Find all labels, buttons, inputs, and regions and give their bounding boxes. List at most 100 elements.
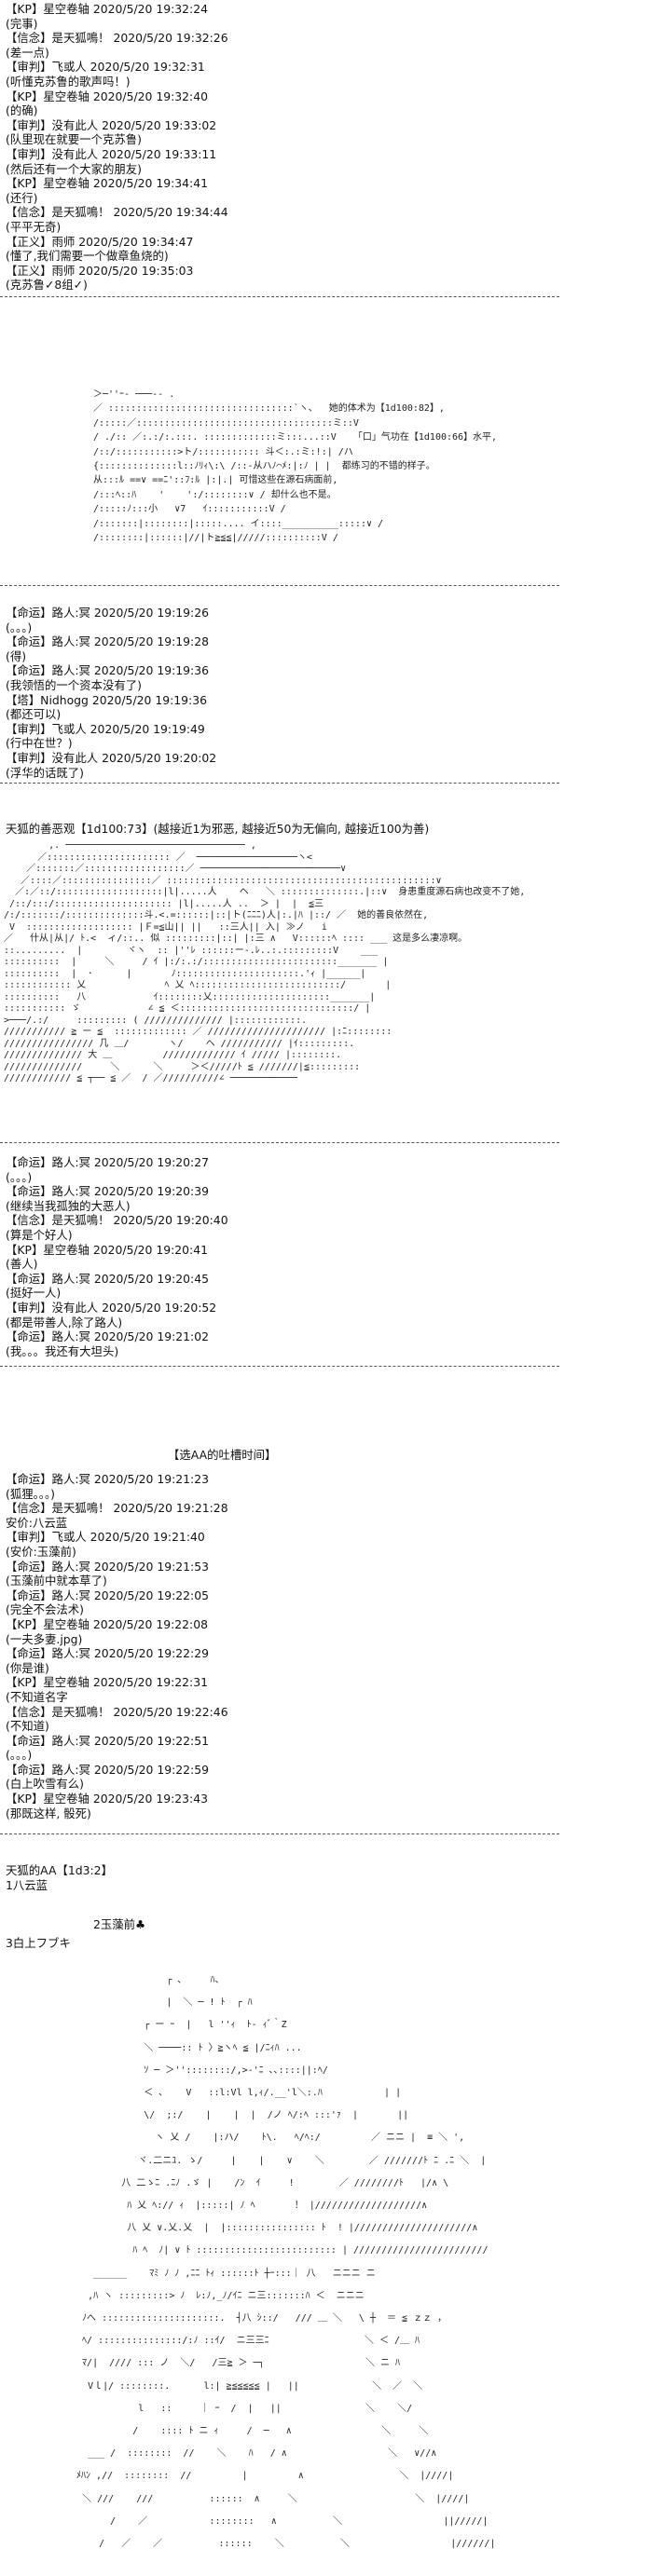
ascii-art-row: :::::::::: | ･ | ﾉ::::::::::::::::::::::… — [4, 968, 366, 979]
ascii-art-row: / ./:: ／:.:/:.:::. :::::::::::::ミ:::...:… — [93, 432, 498, 443]
chat-line: (平平无奇) — [6, 219, 62, 234]
ascii-art-row: ////////////// 大 ＿ ///////////// ｲ /////… — [4, 1050, 342, 1060]
chat-line: (懂了,我们需要一个做章鱼烧的) — [6, 249, 169, 264]
chat-block-4: 【命运】路人:冥 2020/5/20 19:20:27(。。。)【命运】路人:冥… — [6, 1155, 649, 1358]
chat-line: 1八云蓝 — [6, 1877, 48, 1892]
ascii-art-3: ┌ ､ ﾊ、 | ＼ ─ ! ﾄ ┌ ﾊ ┌ ー ｰ | l ''ｨ ﾄ- ｨﾞ… — [0, 1975, 661, 2571]
ascii-art-row: \/ ;:/ | | | /ノ ﾍ/:ﾍ :::'ｧ | || — [65, 2110, 409, 2121]
chat-line: 【KP】星空卷轴 2020/5/20 19:22:08 — [6, 1616, 208, 1631]
ascii-art-row: ／:／::/:::::::::::::::::::|l|.....人 ヘ ＼ :… — [4, 887, 526, 897]
chat-block-1: 【KP】星空卷轴 2020/5/20 19:32:24(完事)【信念】是天狐鳴！… — [6, 2, 649, 293]
chat-line: 【审判】没有此人 2020/5/20 19:20:52 — [6, 1300, 217, 1315]
chat-line: (然后还有一个大家的朋友) — [6, 161, 142, 176]
choice-2-label: 2玉藻前♣ — [93, 1917, 146, 1931]
separator-3 — [0, 783, 559, 784]
chat-line: 【KP】星空卷轴 2020/5/20 19:23:43 — [6, 1792, 208, 1806]
separator-1 — [0, 296, 559, 297]
ascii-art-row: ﾉへ :::::::::::::::::::::. ┤八 ｼ::/ /// ＿ … — [65, 2313, 448, 2324]
ascii-art-row: /:::::ﾉ:::小 ∨7 ｲ:::::::::::V / — [93, 504, 286, 515]
chat-line: (不知道名字 — [6, 1689, 68, 1704]
ascii-art-row: ,ﾊ ヽ :::::::::> ﾉ ﾚ:ﾉ,_ﾉ/ｲﾆ ニ三:::::::ﾊ ＜… — [65, 2290, 365, 2301]
chat-line: (一夫多妻.jpg) — [6, 1631, 83, 1646]
chat-line: 【信念】是天狐鳴！ 2020/5/20 19:22:46 — [6, 1704, 228, 1719]
ascii-art-row: ＞─''ｰ‐ ───-- . — [93, 389, 175, 400]
chat-line: (。。。) — [6, 1748, 33, 1763]
chat-line: 【信念】是天狐鳴！ 2020/5/20 19:34:44 — [6, 205, 228, 220]
ascii-art-row: /::/:::::::::::>ト/::::::::::: 斗＜:.:ミ:!:|… — [93, 446, 353, 457]
chat-line: (完全不会法术) — [6, 1602, 85, 1617]
ascii-art-row: ヽ 乂 / |:ハ/ ﾄ\. ﾍ/ﾍ:/ ／ ニニ | ≡ ＼ ', — [65, 2133, 465, 2144]
ascii-art-row: /::::::::|::::::|//|ト≧≦≦|/////::::::::::… — [93, 533, 338, 543]
ascii-art-row: ／:::::::::::::::::::::: ／ ──────────────… — [4, 852, 313, 863]
chat-line: 【KP】星空卷轴 2020/5/20 19:22:31 — [6, 1675, 208, 1690]
ascii-art-row: /::/:::/::::::::::::::::::::: |l|.....人 … — [4, 898, 324, 909]
chat-line: 【命运】路人:冥 2020/5/20 19:22:59 — [6, 1762, 209, 1777]
ascii-art-row: /:::::::|::::::::|:::::.... イ::::_______… — [93, 518, 384, 529]
ascii-art-row: //////////////// 几 ＿/ ヽ/ ヘ /////////// |… — [4, 1038, 355, 1049]
ascii-art-row: ______ ﾏﾐ ﾉ ﾉ ,ﾆﾆ ﾄｨ ::::::ﾄ ┼ｰ:::｜ 八 ニニ… — [65, 2268, 376, 2279]
chat-line: (还行) — [6, 190, 38, 205]
chat-line: (玉藻前中就本草了) — [6, 1574, 107, 1588]
ascii-art-row: ／ :::::::::::::::::::::::::::::::::`ヽ、 她… — [93, 403, 445, 415]
ascii-art-row: :::::::::: | ＼ / ｲ |:/:.:/::::::::::::::… — [4, 957, 389, 967]
chat-line: 【命运】路人:冥 2020/5/20 19:20:39 — [6, 1184, 209, 1199]
chat-line: 【审判】飞或人 2020/5/20 19:19:49 — [6, 721, 205, 736]
separator-5 — [0, 1366, 559, 1367]
ascii-art-row: 八 二ゝﾆ .ﾆﾉ .ゞ | /ﾝ ｲ ! ／ ////////ﾄ |/∧ \ — [65, 2177, 449, 2188]
chat-line: 【信念】是天狐鳴！ 2020/5/20 19:21:28 — [6, 1501, 228, 1516]
ascii-art-row: ////////////// ＼ ＼ ＞＜/////ﾄ ≦ ///////|≦:… — [4, 1061, 361, 1072]
ascii-art-row: / ／ :::::::: ∧ ＼ ||/////| — [65, 2515, 489, 2527]
chat-block-6: 天狐的AA【1d3:2】1八云蓝 — [6, 1863, 649, 1892]
chat-line: (听懂克苏鲁的歌声吗！) — [6, 74, 131, 89]
chat-line: 【KP】星空卷轴 2020/5/20 19:32:24 — [6, 2, 208, 16]
ascii-art-row: ,. ──────────────────────────────── , — [4, 840, 256, 851]
chat-line: 安价:八云蓝 — [6, 1515, 68, 1530]
chat-line: (继续当我孤独的大恶人) — [6, 1198, 131, 1213]
chat-line: (。。。) — [6, 1169, 33, 1184]
separator-2 — [0, 585, 559, 586]
chat-line: (浮华的话既了) — [6, 765, 85, 780]
chat-line: 【命运】路人:冥 2020/5/20 19:20:45 — [6, 1271, 209, 1286]
chat-line: (的确) — [6, 103, 38, 118]
chat-line: 【命运】路人:冥 2020/5/20 19:19:36 — [6, 663, 209, 678]
chat-line: 【审判】没有此人 2020/5/20 19:33:11 — [6, 146, 217, 161]
chat-line: 【命运】路人:冥 2020/5/20 19:20:27 — [6, 1155, 209, 1169]
ascii-art-row: V ::::::::::::::::::: |Ｆ=≦山|| || ::三人|| … — [4, 921, 327, 933]
choice-3-label: 3白上フブキ — [6, 1936, 71, 1950]
chat-line: 【命运】路人:冥 2020/5/20 19:21:02 — [6, 1329, 209, 1344]
chat-line: (行中在世？) — [6, 736, 73, 751]
ascii-art-row: ヾ.二ニﾕ. ゝ/ | | ∨ ＼ ／ ///////ﾄ ﾆ .ﾆ ＼ | — [65, 2155, 487, 2166]
chat-line: 【审判】没有此人 2020/5/20 19:33:02 — [6, 117, 217, 132]
ascii-art-row: ﾏ/| //// ::: ノ ＼/ /三≧ ＞ ─┐ ＼ ニ ﾊ — [65, 2358, 400, 2369]
chat-line: (差一点) — [6, 45, 49, 60]
chat-line: 【审判】飞或人 2020/5/20 19:32:31 — [6, 60, 205, 75]
chat-line: 【KP】星空卷轴 2020/5/20 19:32:40 — [6, 89, 208, 103]
chat-line: (完事) — [6, 16, 38, 31]
chat-line: 【正义】雨师 2020/5/20 19:34:47 — [6, 234, 194, 249]
ascii-art-row: / :::: ﾄ ニ ｨ / ─ ∧ ＼ ＼ — [65, 2426, 429, 2436]
ascii-art-row: ﾒﾊﾝ ,// :::::::: // | ∧ ＼ |////| — [65, 2471, 454, 2482]
chat-line: (都是带善人,除了路人) — [6, 1315, 123, 1329]
chat-line: 【塔】Nidhogg 2020/5/20 19:19:36 — [6, 692, 207, 707]
chat-line: (得) — [6, 648, 27, 663]
ascii-art-row: :::::::::: 八 ｲ::::::::乂:::::::::::::::::… — [4, 991, 376, 1002]
chat-line: (白上吹雪有么) — [6, 1777, 85, 1792]
chat-line: (算是个好人) — [6, 1227, 73, 1242]
chat-line: 【命运】路人:冥 2020/5/20 19:19:28 — [6, 634, 209, 649]
chat-line: 【信念】是天狐鳴！ 2020/5/20 19:32:26 — [6, 31, 228, 46]
chat-line: (那既这样, 骰死) — [6, 1806, 91, 1820]
chat-block-2: 【命运】路人:冥 2020/5/20 19:19:26(。。。)【命运】路人:冥… — [6, 606, 649, 780]
ascii-art-row: ／ 什从|从|/ ﾄ.< ィ/::.. 似 :::::::::|::| |:三 … — [4, 934, 468, 944]
separator-4 — [0, 1142, 559, 1143]
ascii-art-row: | ＼ ─ ! ﾄ ┌ ﾊ — [65, 1997, 253, 2009]
ascii-art-row: ＼ ────:: ﾄ 〉≧ヽﾍ ≦ |/ﾆｨﾊ ... — [65, 2042, 302, 2053]
chat-line: (我领悟的一个资本没有了) — [6, 677, 142, 692]
ascii-art-1: ＞─''ｰ‐ ───-- .／ ::::::::::::::::::::::::… — [0, 389, 661, 548]
chat-block-3-title: 天狐的善恶观【1d100:73】(越接近1为邪恶, 越接近50为无偏向, 越接近… — [6, 822, 649, 837]
ascii-art-row: ／::::／::::::::::::::::／ ::::::::::::::::… — [4, 875, 442, 886]
chat-line: 【审判】飞或人 2020/5/20 19:21:40 — [6, 1530, 205, 1545]
chat-line: (安价:玉藻前) — [6, 1544, 76, 1559]
chat-line: (。。。) — [6, 620, 33, 634]
ascii-art-row: ::::::::::: ゞ ∠ ≦ ＜:::::::::::::::::::::… — [4, 1003, 371, 1014]
